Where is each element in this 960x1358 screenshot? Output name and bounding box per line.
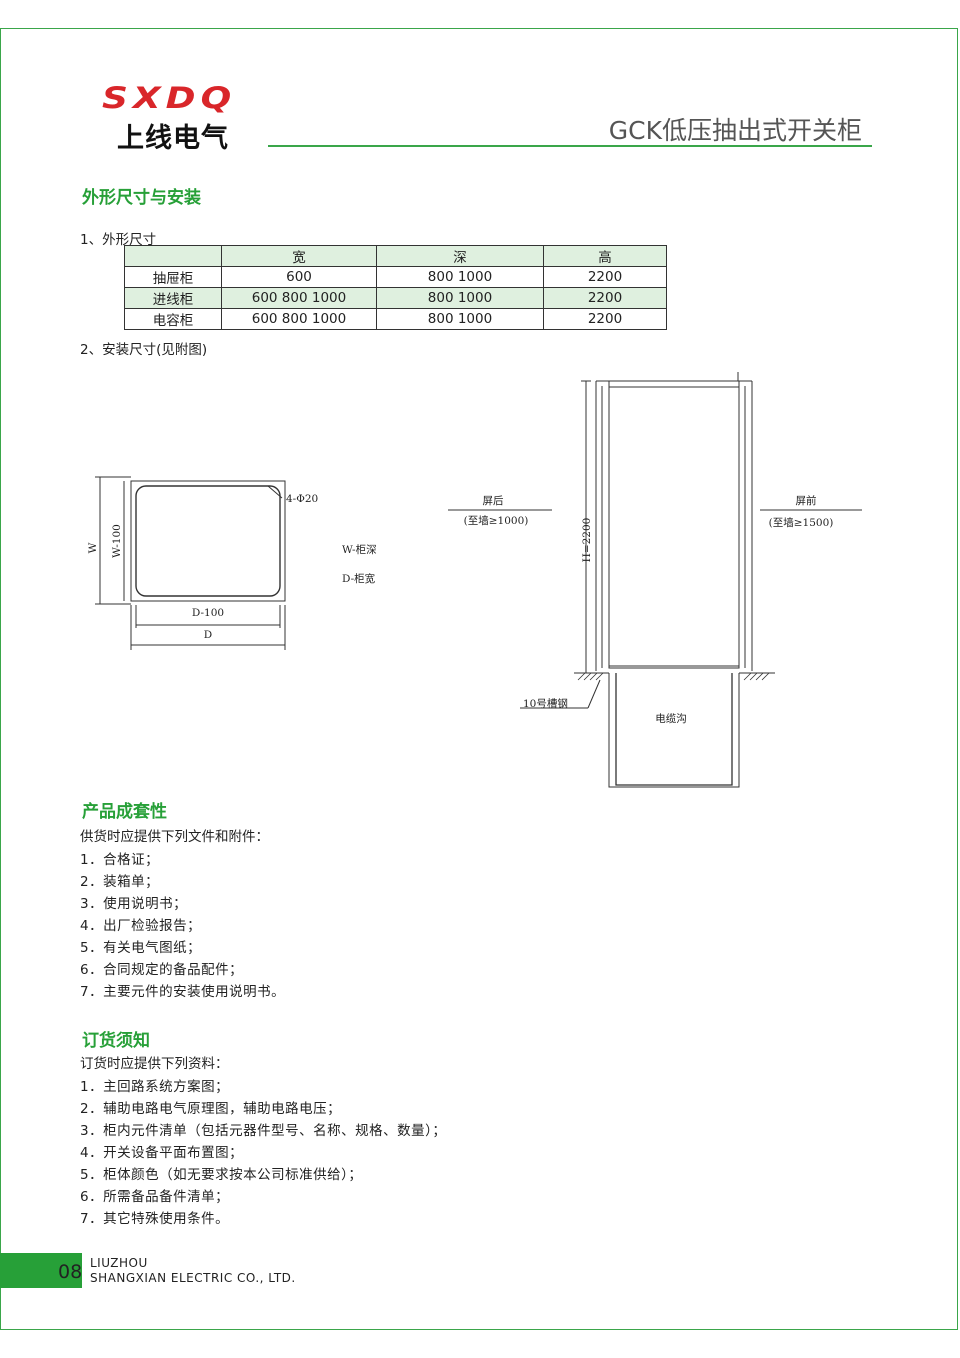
table-header-cell: 深 — [376, 245, 544, 267]
legend-d: D-柜宽 — [342, 572, 376, 585]
list-item: 1．主回路系统方案图； — [80, 1079, 230, 1095]
list-item: 3．柜内元件清单（包括元器件型号、名称、规格、数量）； — [80, 1123, 447, 1139]
cable-trench-label: 电缆沟 — [655, 712, 687, 725]
list-item: 7．其它特殊使用条件。 — [80, 1211, 230, 1227]
cable-trench — [615, 673, 733, 786]
list-item: 1．合格证； — [80, 852, 160, 868]
table-cell: 进线柜 — [124, 287, 222, 309]
cabinet-body — [608, 380, 740, 669]
plan-outer-frame — [130, 480, 286, 602]
list-item: 5．柜体颜色（如无要求按本公司标准供给）； — [80, 1167, 363, 1183]
channel-steel-label: 10号槽钢 — [523, 697, 568, 710]
list-item: 4．开关设备平面布置图； — [80, 1145, 244, 1161]
front-clearance: (至墙≥1500) — [769, 516, 834, 529]
table-cell: 2200 — [543, 308, 667, 330]
table-row: 抽屉柜 600 800 1000 2200 — [124, 266, 667, 288]
dimensions-table: 宽 深 高 抽屉柜 600 800 1000 2200 进线柜 600 800 … — [124, 245, 667, 330]
table-row: 进线柜 600 800 1000 800 1000 2200 — [124, 287, 667, 309]
table-cell: 800 1000 — [376, 287, 544, 309]
legend-w: W-柜深 — [342, 543, 377, 556]
list-item: 6．所需备品备件清单； — [80, 1189, 230, 1205]
table-cell: 800 1000 — [376, 308, 544, 330]
w100-label: W-100 — [111, 524, 123, 558]
table-cell: 2200 — [543, 266, 667, 288]
installation-drawing: 4-Φ20 W W-100 D-100 D W-柜深 D-柜宽 屏后 (至墙≥1… — [87, 372, 862, 788]
list-item: 4．出厂检验报告； — [80, 918, 202, 934]
hole-label: 4-Φ20 — [286, 493, 318, 505]
page-frame — [0, 28, 958, 1330]
table-row: 电容柜 600 800 1000 800 1000 2200 — [124, 308, 667, 330]
table-cell: 600 800 1000 — [221, 308, 377, 330]
completeness-intro: 供货时应提供下列文件和附件： — [80, 829, 269, 845]
table-cell: 抽屉柜 — [124, 266, 222, 288]
front-label: 屏前 — [796, 494, 817, 507]
ground-hatch — [577, 672, 770, 681]
table-header-cell: 高 — [543, 245, 667, 267]
list-item: 6．合同规定的备品配件； — [80, 962, 244, 978]
section-title-ordering: 订货须知 — [82, 1031, 150, 1051]
list-item: 3．使用说明书； — [80, 896, 188, 912]
d100-label: D-100 — [192, 607, 224, 619]
table-header-row: 宽 深 高 — [124, 245, 667, 267]
section-title-dimensions: 外形尺寸与安装 — [82, 188, 201, 208]
ordering-intro: 订货时应提供下列资料： — [80, 1056, 229, 1072]
footer-accent-bar — [0, 1253, 82, 1288]
table-cell: 600 800 1000 — [221, 287, 377, 309]
page-number: 08 — [58, 1261, 83, 1283]
d-label: D — [204, 629, 212, 641]
w-label: W — [87, 542, 99, 553]
rear-clearance: (至墙≥1000) — [464, 514, 529, 527]
height-label: H=2200 — [581, 518, 593, 563]
section-title-completeness: 产品成套性 — [82, 802, 167, 822]
table-cell: 电容柜 — [124, 308, 222, 330]
subheading-outline-dims: 1、外形尺寸 — [80, 232, 157, 248]
footer-company-city: LIUZHOU — [90, 1256, 148, 1270]
list-item: 2．装箱单； — [80, 874, 160, 890]
subheading-install-dims: 2、安装尺寸(见附图) — [80, 342, 208, 358]
logo-chinese-name: 上线电气 — [117, 123, 229, 154]
logo-wordmark: SXDQ — [102, 82, 237, 116]
footer-company-name: SHANGXIAN ELECTRIC CO., LTD. — [90, 1271, 296, 1285]
list-item: 5．有关电气图纸； — [80, 940, 202, 956]
list-item: 2．辅助电路电气原理图，辅助电路电压； — [80, 1101, 342, 1117]
rear-label: 屏后 — [483, 495, 504, 507]
plan-inner-frame — [135, 485, 281, 597]
header-divider — [268, 145, 872, 147]
page-title: GCK低压抽出式开关柜 — [608, 116, 862, 145]
list-item: 7．主要元件的安装使用说明书。 — [80, 984, 286, 1000]
